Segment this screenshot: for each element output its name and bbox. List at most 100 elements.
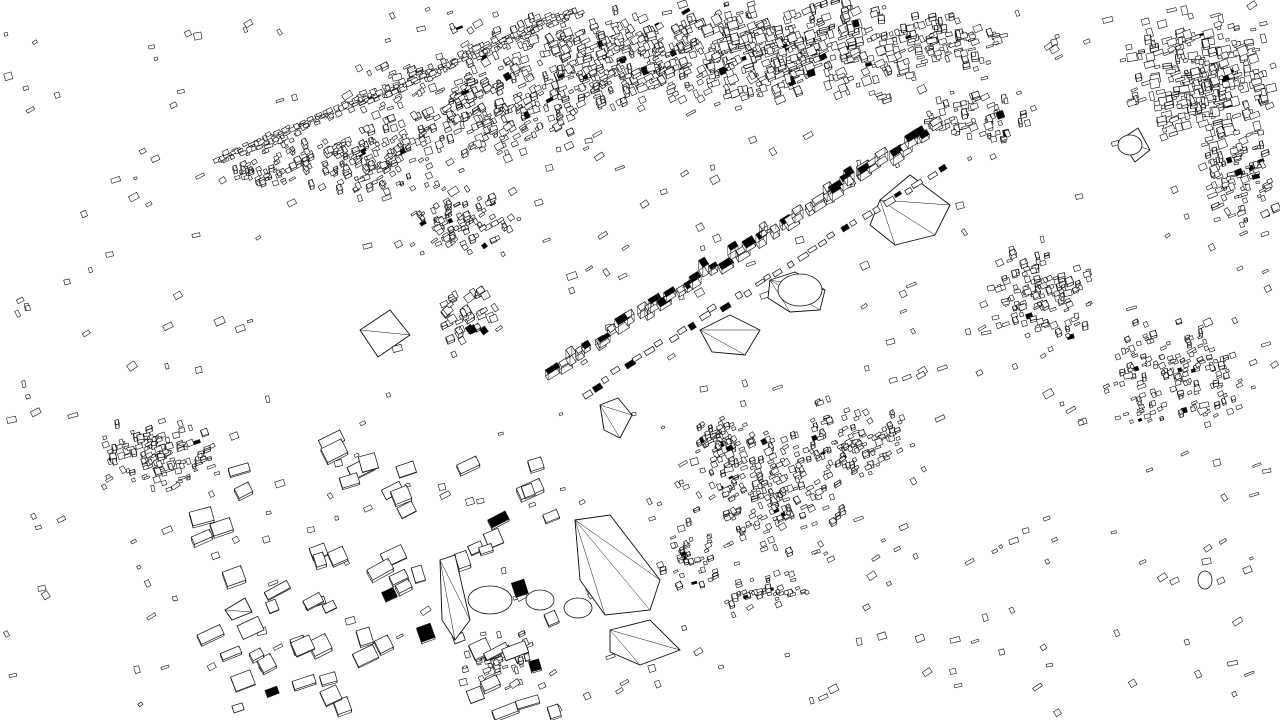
building-footprint [747, 22, 757, 31]
building-footprint [382, 142, 387, 147]
building-footprint [498, 66, 503, 70]
building-footprint [790, 70, 797, 77]
building-footprint [524, 120, 531, 125]
building-footprint [762, 59, 771, 67]
building-footprint [461, 41, 470, 48]
building-footprint [868, 471, 872, 475]
building-solid [619, 57, 627, 63]
building-footprint [1260, 34, 1267, 44]
building-footprint [564, 102, 571, 108]
building-footprint [421, 131, 426, 135]
building-footprint [1169, 77, 1174, 83]
building-footprint [625, 29, 629, 33]
building-footprint [102, 441, 110, 448]
building-footprint [1236, 143, 1243, 151]
building-footprint [317, 144, 323, 149]
building-footprint [856, 83, 860, 87]
building-footprint [473, 218, 478, 224]
building-footprint [1050, 321, 1059, 329]
building-footprint [1139, 393, 1146, 398]
building-footprint [528, 35, 539, 45]
building-footprint [824, 63, 830, 69]
building-footprint [899, 415, 905, 421]
building-footprint [1243, 101, 1249, 108]
building-footprint [1179, 85, 1189, 93]
building-footprint [678, 95, 687, 104]
building-footprint [992, 315, 999, 320]
building-footprint [1160, 346, 1166, 351]
building-footprint [810, 418, 815, 423]
building-footprint [520, 55, 529, 63]
building-footprint [1234, 26, 1240, 30]
building-footprint [1013, 306, 1017, 311]
building-footprint [644, 73, 654, 81]
building-footprint [694, 20, 703, 28]
building-footprint [783, 498, 790, 502]
building-footprint [697, 79, 704, 86]
building-footprint [179, 476, 186, 480]
building-footprint [637, 105, 645, 112]
building-footprint [697, 73, 704, 78]
building-footprint [669, 43, 675, 50]
building-footprint [177, 420, 183, 427]
building-footprint [426, 163, 433, 170]
building-footprint [749, 513, 756, 519]
building-footprint [768, 483, 772, 487]
building-footprint [390, 124, 398, 132]
building-footprint [1143, 334, 1148, 338]
building-footprint [824, 68, 830, 77]
building-footprint [464, 74, 472, 80]
building-footprint [409, 158, 416, 163]
building-footprint [384, 155, 389, 159]
building-footprint [830, 41, 838, 50]
building-footprint [1227, 408, 1234, 415]
building-footprint [1131, 88, 1138, 92]
building-footprint [172, 432, 180, 439]
building-footprint [1203, 29, 1214, 39]
building-footprint [444, 127, 452, 133]
building-footprint [682, 36, 688, 44]
building-solid [1178, 368, 1182, 372]
building-footprint [584, 92, 590, 98]
building-footprint [551, 81, 559, 90]
building-footprint [526, 74, 534, 82]
building-footprint [1191, 407, 1196, 412]
building-footprint [797, 79, 803, 83]
building-footprint [1175, 354, 1180, 359]
building-footprint [831, 0, 840, 3]
building-footprint [1226, 190, 1234, 195]
building-footprint [533, 118, 538, 122]
building-footprint [1194, 380, 1199, 385]
building-footprint [492, 51, 499, 60]
building-footprint [788, 26, 794, 33]
building-footprint [428, 83, 437, 92]
building-footprint [862, 442, 867, 446]
building-solid [420, 220, 427, 226]
building-footprint [394, 96, 402, 103]
building-footprint [1142, 373, 1146, 378]
building-footprint [1202, 143, 1209, 147]
building-footprint [1219, 76, 1224, 80]
building-footprint [1232, 113, 1241, 119]
building-footprint [875, 59, 886, 68]
building-footprint [161, 481, 166, 486]
building-footprint [717, 484, 723, 491]
building-footprint [1160, 355, 1165, 360]
building-footprint [850, 6, 861, 16]
building-footprint [1183, 59, 1187, 63]
building-footprint [790, 54, 798, 62]
building-footprint [684, 69, 691, 75]
building-footprint [740, 473, 746, 479]
building-footprint [803, 447, 809, 453]
building-footprint [632, 13, 639, 21]
building-footprint [1234, 162, 1239, 165]
building-footprint [355, 182, 362, 189]
building-footprint [736, 526, 740, 530]
building-footprint [1078, 285, 1082, 290]
building-solid [524, 111, 531, 118]
building-footprint [1198, 344, 1203, 348]
building-footprint [390, 171, 397, 177]
building-footprint [1198, 336, 1202, 340]
